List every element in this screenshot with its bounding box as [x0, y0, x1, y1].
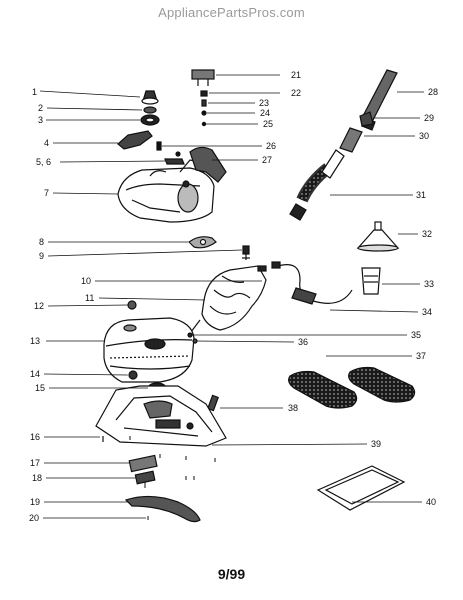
callout-17: 17 [30, 458, 40, 468]
part-24-ball [201, 110, 207, 116]
callout-39: 39 [371, 439, 381, 449]
callout-28: 28 [428, 87, 438, 97]
callout-37: 37 [416, 351, 426, 361]
part-31-hose [289, 149, 345, 221]
callout-25: 25 [263, 119, 273, 129]
part-35-fitting [187, 332, 193, 338]
part-27-cover [189, 146, 227, 183]
callout-34: 34 [422, 307, 432, 317]
callout-27: 27 [262, 155, 272, 165]
part-13-boiler [103, 317, 195, 383]
part-18-pad [134, 470, 156, 485]
part-29-clip [359, 111, 374, 127]
part-39-base [95, 385, 227, 447]
callout-35: 35 [411, 330, 421, 340]
callout-36: 36 [298, 337, 308, 347]
page-date-footer: 9/99 [217, 566, 246, 582]
callout-1: 1 [32, 87, 37, 97]
part-10-11-heater-assembly [187, 265, 267, 337]
callout-22: 22 [291, 88, 301, 98]
callout-14: 14 [30, 369, 40, 379]
part-30-tube [339, 127, 363, 153]
part-38-insert [207, 394, 219, 412]
callout-19: 19 [30, 497, 40, 507]
part-36-fitting [192, 338, 198, 344]
callout-23: 23 [259, 98, 269, 108]
part-34-power-cord [271, 261, 353, 305]
callout-24: 24 [260, 108, 270, 118]
part-8-gasket [188, 236, 217, 249]
callout-5-6: 5, 6 [36, 157, 51, 167]
callout-15: 15 [35, 383, 45, 393]
callout-21: 21 [291, 70, 301, 80]
part-7-tank-housing [117, 159, 215, 223]
callout-12: 12 [34, 301, 44, 311]
part-23-spring [201, 99, 207, 107]
callout-8: 8 [39, 237, 44, 247]
part-12-nut [127, 300, 137, 310]
part-33-cup [361, 267, 381, 295]
callout-3: 3 [38, 115, 43, 125]
part-25-ring [201, 121, 207, 127]
callout-26: 26 [266, 141, 276, 151]
part-21-bracket [191, 69, 215, 86]
part-3-ring [140, 114, 160, 126]
callout-13: 13 [30, 336, 40, 346]
callout-32: 32 [422, 229, 432, 239]
callout-10: 10 [81, 276, 91, 286]
part-9-valve [242, 245, 250, 260]
part-14-grommet [128, 370, 138, 380]
part-5-6-clips [164, 151, 185, 165]
callout-18: 18 [32, 473, 42, 483]
callout-16: 16 [30, 432, 40, 442]
callout-labels: 1 2 3 4 5, 6 7 8 9 10 11 12 13 14 15 16 … [29, 70, 438, 523]
part-32-funnel [356, 221, 400, 252]
callout-11: 11 [85, 293, 94, 303]
callout-31: 31 [416, 190, 426, 200]
callout-2: 2 [38, 103, 43, 113]
leader-lines [39, 74, 424, 519]
callout-40: 40 [426, 497, 436, 507]
part-19-20-strip [124, 495, 201, 523]
callout-4: 4 [44, 138, 49, 148]
callout-29: 29 [424, 113, 434, 123]
callout-38: 38 [288, 403, 298, 413]
hardware-marks [129, 436, 216, 520]
callout-20: 20 [29, 513, 39, 523]
part-40-tray [316, 465, 406, 511]
part-4-bracket [117, 130, 153, 150]
callout-9: 9 [39, 251, 44, 261]
part-2-washer [143, 106, 157, 114]
part-17-pad [128, 454, 158, 473]
callout-33: 33 [424, 279, 434, 289]
part-26-pin [156, 141, 162, 151]
callout-30: 30 [419, 131, 429, 141]
part-1-knob [141, 90, 159, 105]
watermark: AppliancePartsPros.com [158, 5, 305, 20]
part-37-mop-pads [288, 366, 416, 409]
part-22-pin [200, 90, 208, 97]
callout-7: 7 [44, 188, 49, 198]
